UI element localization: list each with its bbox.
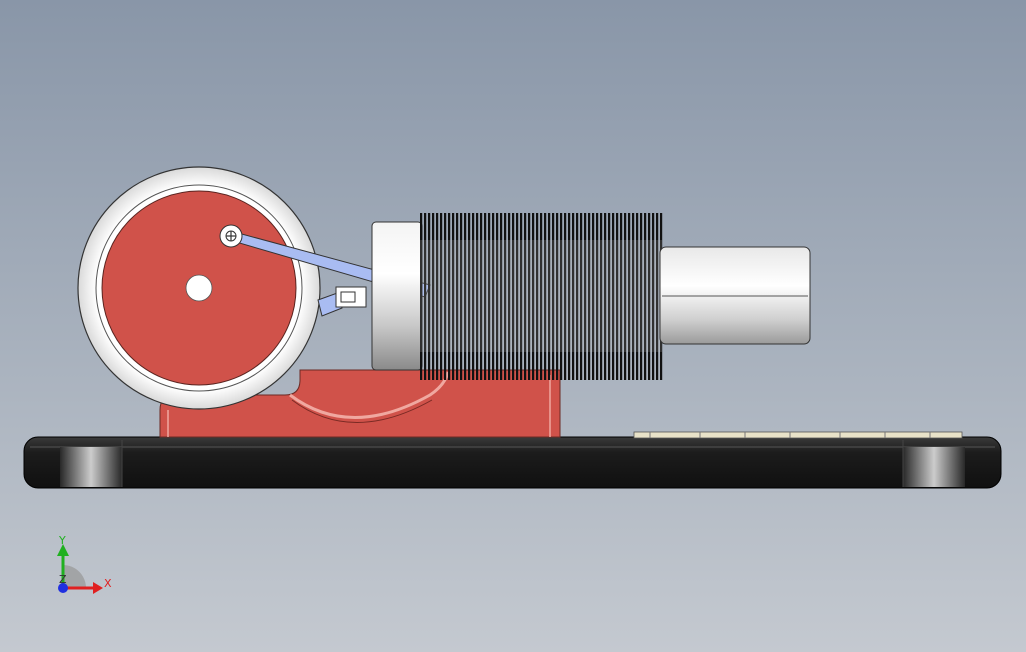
fin xyxy=(452,213,455,380)
fin-core xyxy=(420,240,662,352)
fin xyxy=(512,213,515,380)
fin xyxy=(516,213,519,380)
fin xyxy=(572,213,575,380)
fin xyxy=(424,213,427,380)
fin xyxy=(484,213,487,380)
fin xyxy=(472,213,475,380)
fin xyxy=(476,213,479,380)
fin xyxy=(488,213,491,380)
base-plate xyxy=(23,436,1002,489)
support-bracket xyxy=(159,369,561,438)
cylinder-body[interactable] xyxy=(371,221,423,371)
cooling-fins xyxy=(420,213,663,380)
fin xyxy=(560,213,563,380)
triad-quadrant xyxy=(63,565,86,588)
displacer-tube[interactable] xyxy=(659,246,811,345)
fin xyxy=(504,213,507,380)
fin xyxy=(588,213,591,380)
fin xyxy=(624,213,627,380)
fin xyxy=(656,213,659,380)
fin xyxy=(464,213,467,380)
fin xyxy=(544,213,547,380)
fin xyxy=(648,213,651,380)
triad-z-axis xyxy=(58,583,68,593)
base-foot-left xyxy=(60,447,122,487)
fin xyxy=(540,213,543,380)
flywheel-hub xyxy=(185,274,213,302)
fin xyxy=(556,213,559,380)
fin xyxy=(608,213,611,380)
fin xyxy=(632,213,635,380)
fin xyxy=(428,213,431,380)
fin xyxy=(480,213,483,380)
coordinate-triad: Y X Z xyxy=(57,534,112,594)
triad-x-label: X xyxy=(104,577,112,590)
fin xyxy=(576,213,579,380)
fin xyxy=(492,213,495,380)
fin xyxy=(628,213,631,380)
fin xyxy=(444,213,447,380)
fin xyxy=(616,213,619,380)
fin xyxy=(596,213,599,380)
fin xyxy=(520,213,523,380)
fin xyxy=(592,213,595,380)
fin xyxy=(548,213,551,380)
fin xyxy=(604,213,607,380)
fin xyxy=(500,213,503,380)
triad-y-label: Y xyxy=(58,534,66,547)
fin xyxy=(448,213,451,380)
flywheel[interactable] xyxy=(77,166,321,410)
fin xyxy=(532,213,535,380)
fin xyxy=(440,213,443,380)
fin xyxy=(652,213,655,380)
burner-strip xyxy=(633,431,963,439)
fin xyxy=(508,213,511,380)
fin xyxy=(436,213,439,380)
fin xyxy=(536,213,539,380)
fin xyxy=(552,213,555,380)
fin xyxy=(432,213,435,380)
fin xyxy=(612,213,615,380)
fin xyxy=(636,213,639,380)
fin xyxy=(568,213,571,380)
base-foot-right xyxy=(903,447,965,487)
piston-link xyxy=(335,286,367,308)
fin xyxy=(528,213,531,380)
fin xyxy=(460,213,463,380)
fin xyxy=(456,213,459,380)
fin xyxy=(524,213,527,380)
fin xyxy=(620,213,623,380)
fin xyxy=(496,213,499,380)
fin xyxy=(564,213,567,380)
fin xyxy=(580,213,583,380)
fin xyxy=(600,213,603,380)
fin xyxy=(584,213,587,380)
triad-z-label: Z xyxy=(59,573,67,586)
fin xyxy=(640,213,643,380)
fin xyxy=(420,213,423,380)
fin xyxy=(468,213,471,380)
fin xyxy=(644,213,647,380)
